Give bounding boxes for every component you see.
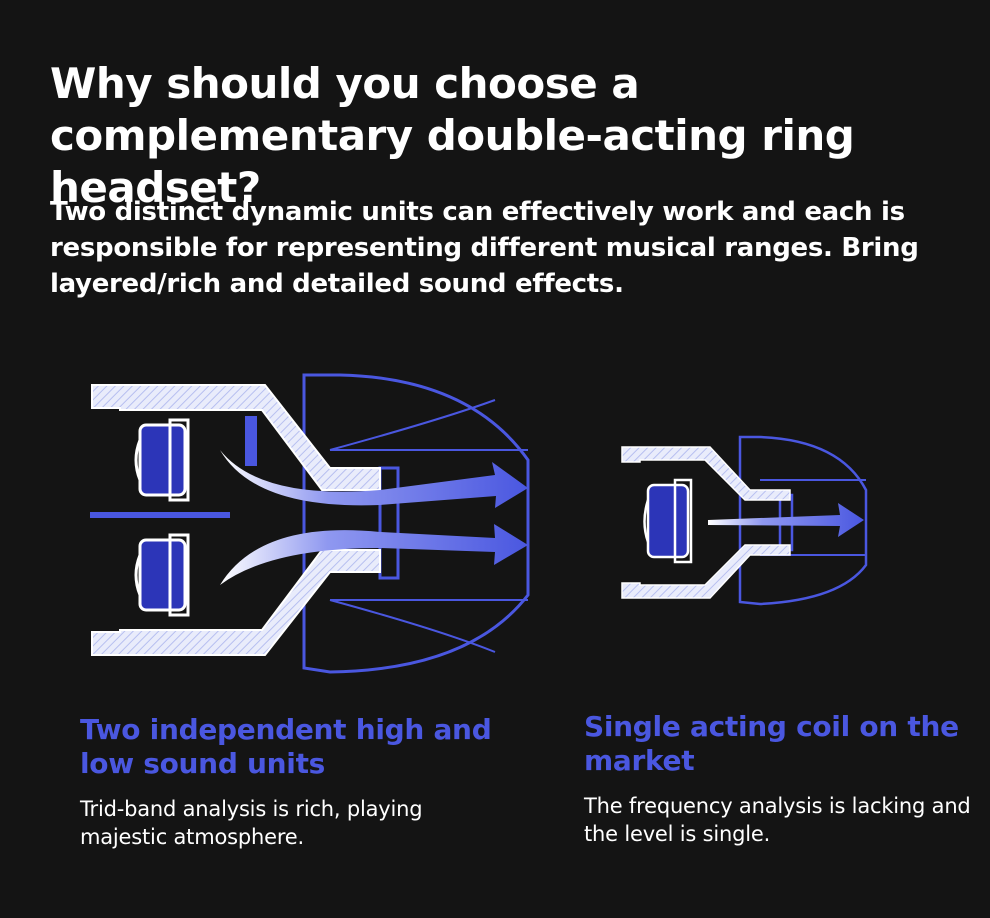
- single-housing-shell: [621, 446, 791, 501]
- single-unit-description: The frequency analysis is lacking and th…: [584, 794, 971, 846]
- dual-unit-description: Trid-band analysis is rich, playing maje…: [80, 797, 423, 849]
- dual-housing-shell: [91, 384, 381, 491]
- single-unit-title: Single acting coil on the market: [584, 710, 959, 777]
- comparison-illustration: [90, 373, 868, 674]
- single-driver-icon: [643, 478, 693, 564]
- single-driver-diagram: [621, 435, 868, 606]
- upper-sound-arrow: [220, 450, 528, 508]
- dual-unit-title: Two independent high and low sound units: [80, 713, 492, 780]
- lower-sound-arrow: [220, 524, 528, 585]
- single-sound-arrow: [708, 503, 864, 537]
- page-subtitle: Two distinct dynamic units can effective…: [50, 197, 919, 299]
- dual-ear-tip: [302, 373, 530, 674]
- upper-driver-icon: [134, 418, 190, 502]
- single-ear-tip: [738, 435, 868, 606]
- lower-driver-icon: [134, 533, 190, 617]
- page-title: Why should you choose a complementary do…: [50, 59, 855, 212]
- dual-driver-diagram: [90, 373, 530, 674]
